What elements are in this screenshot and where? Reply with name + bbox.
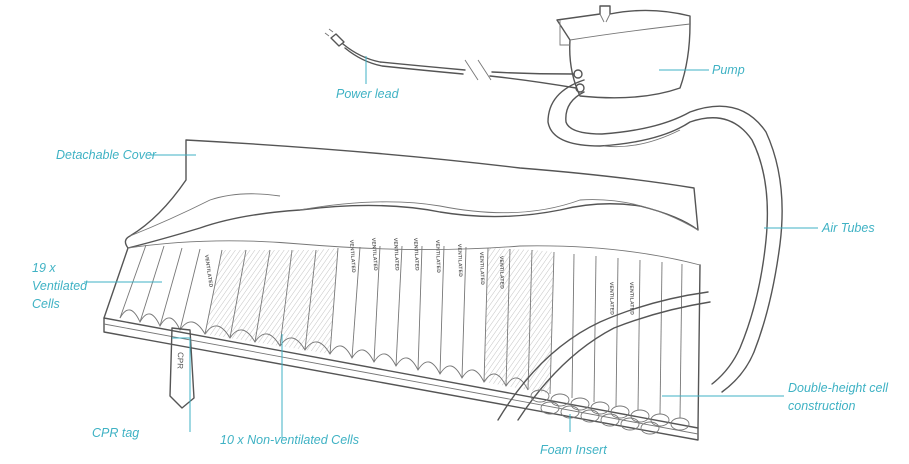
ventilated-cell-labels: VENTILATED VENTILATED VENTILATED VENTILA… [203, 238, 635, 316]
label-non-ventilated-cells: 10 x Non-ventilated Cells [220, 433, 359, 447]
cell-text: VENTILATED [203, 254, 214, 288]
cpr-tag-text: CPR [175, 352, 185, 369]
detachable-cover-illustration [124, 139, 701, 266]
cell-text: VENTILATED [412, 238, 420, 271]
label-ventilated-cells-1: 19 x [32, 261, 56, 275]
label-double-height-2: construction [788, 399, 855, 413]
label-power-lead: Power lead [336, 87, 400, 101]
cell-text: VENTILATED [498, 256, 505, 289]
label-air-tubes: Air Tubes [821, 221, 875, 235]
label-detachable-cover: Detachable Cover [56, 148, 157, 162]
cell-text: VENTILATED [370, 238, 378, 272]
cell-text: VENTILATED [608, 282, 615, 315]
foam-insert-illustration [497, 291, 711, 435]
cell-text: VENTILATED [392, 238, 400, 271]
cell-text: VENTILATED [434, 240, 441, 273]
power-lead-illustration [324, 28, 577, 89]
label-foam-insert: Foam Insert [540, 443, 607, 457]
label-pump: Pump [712, 63, 745, 77]
label-cpr-tag: CPR tag [92, 426, 139, 440]
cell-text: VENTILATED [348, 240, 356, 274]
air-cells: VENTILATED VENTILATED VENTILATED VENTILA… [119, 238, 683, 419]
cell-text: VENTILATED [456, 244, 463, 277]
cell-text: VENTILATED [628, 282, 635, 315]
leader-lines [84, 56, 818, 438]
cpr-tag-illustration: CPR [169, 327, 195, 409]
labels: Power lead Pump Detachable Cover Air Tub… [32, 63, 889, 457]
label-double-height-1: Double-height cell [788, 381, 889, 395]
air-tubes-illustration [547, 79, 783, 393]
pump-illustration [556, 5, 691, 99]
cell-text: VENTILATED [478, 252, 485, 285]
label-ventilated-cells-2: Ventilated [32, 279, 88, 293]
label-ventilated-cells-3: Cells [32, 297, 60, 311]
